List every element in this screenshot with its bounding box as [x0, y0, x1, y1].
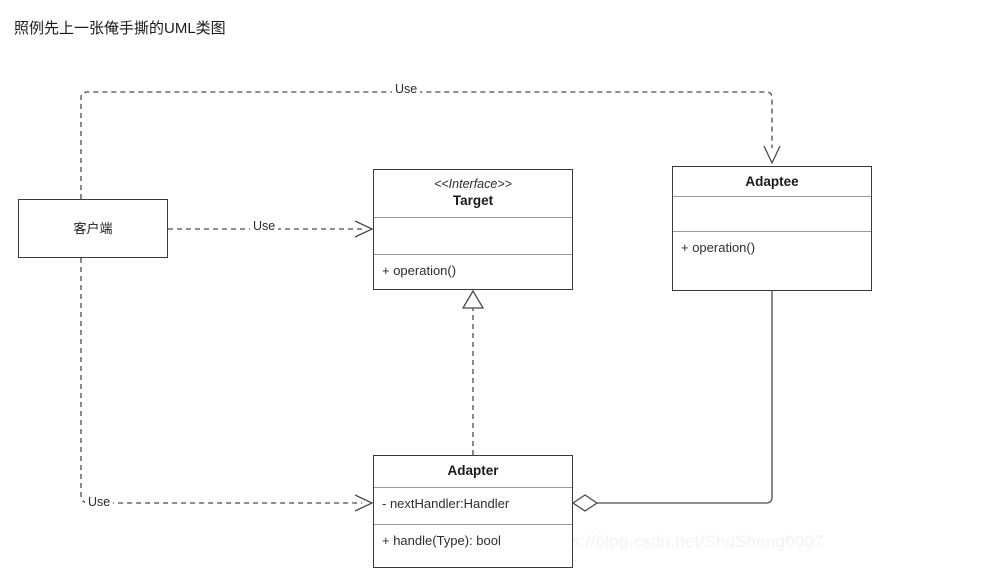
class-attributes-adaptee [673, 196, 871, 231]
class-name-adaptee: Adaptee [745, 174, 799, 189]
class-box-client[interactable]: 客户端 [18, 199, 168, 258]
class-name-target: Target [452, 193, 494, 208]
class-header-adapter: Adapter [374, 456, 572, 487]
watermark-text: https://blog.csdn.net/ShuSheng0007 [543, 532, 824, 551]
class-box-target[interactable]: <<Interface>> Target + operation() [373, 169, 573, 290]
operation-adapter-handle: + handle(Type): bool [382, 533, 501, 548]
class-box-adapter[interactable]: Adapter - nextHandler:Handler + handle(T… [373, 455, 573, 568]
class-operations-target: + operation() [374, 254, 572, 291]
class-attributes-adapter: - nextHandler:Handler [374, 487, 572, 524]
class-operations-adapter: + handle(Type): bool [374, 524, 572, 569]
edge-label-client-uses-adaptee: Use [392, 82, 421, 96]
class-attributes-target [374, 217, 572, 254]
edge-label-client-uses-target: Use [250, 219, 279, 233]
connector-client-uses-adapter [80, 258, 374, 512]
class-operations-adaptee: + operation() [673, 231, 871, 292]
edge-label-client-uses-adapter: Use [85, 495, 114, 509]
class-name-client: 客户端 [73, 220, 113, 236]
stereotype-interface: <<Interface>> [434, 177, 512, 191]
connector-adapter-implements-target [461, 289, 485, 455]
class-header-adaptee: Adaptee [673, 167, 871, 196]
connector-client-uses-target [168, 220, 374, 238]
class-box-adaptee[interactable]: Adaptee + operation() [672, 166, 872, 291]
connector-adapter-aggregates-adaptee [571, 291, 773, 512]
attribute-adapter-nexthandler: - nextHandler:Handler [382, 496, 510, 511]
operation-target-operation: + operation() [382, 263, 457, 278]
connector-client-uses-adaptee [80, 91, 781, 199]
page-caption: 照例先上一张俺手撕的UML类图 [14, 20, 226, 37]
class-header-target: <<Interface>> Target [374, 170, 572, 217]
operation-adaptee-operation: + operation() [681, 240, 756, 255]
class-name-adapter: Adapter [447, 463, 499, 478]
